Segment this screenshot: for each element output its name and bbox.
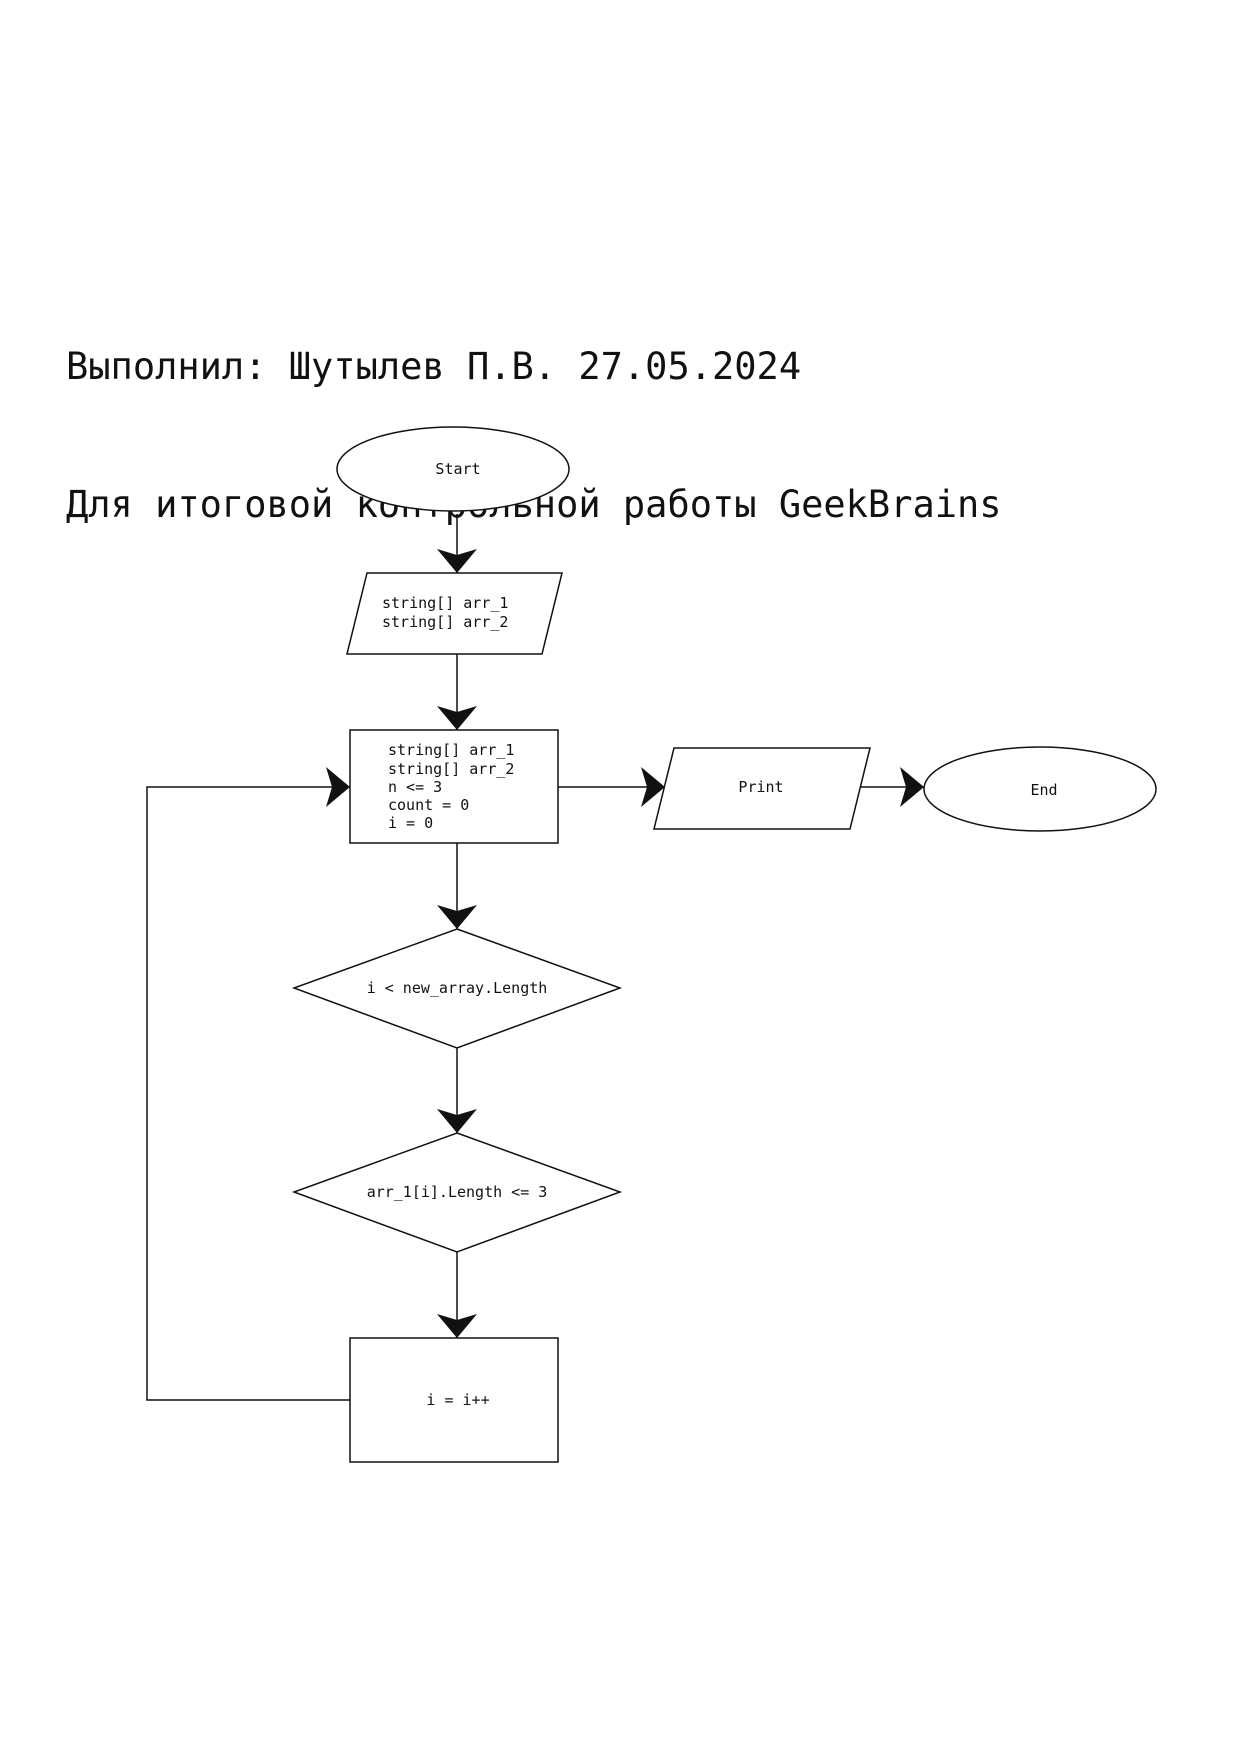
cond1-label: i < new_array.Length	[367, 979, 548, 997]
end-node: End	[923, 746, 1157, 832]
init-node: string[] arr_1 string[] arr_2 n <= 3 cou…	[349, 729, 559, 844]
author-line: Выполнил: Шутылев П.В. 27.05.2024	[66, 345, 802, 388]
start-node: Start	[336, 426, 570, 512]
print-node: Print	[653, 747, 871, 830]
increment-label: i = i++	[426, 1391, 489, 1409]
flow-edges	[146, 514, 924, 1401]
end-label: End	[1030, 781, 1057, 799]
input-line-1: string[] arr_1	[382, 594, 508, 612]
init-line-3: n <= 3	[388, 778, 442, 796]
init-line-4: count = 0	[388, 796, 469, 814]
init-line-1: string[] arr_1	[388, 741, 514, 759]
document-header: Выполнил: Шутылев П.В. 27.05.2024 Для ит…	[66, 252, 1002, 574]
input-node: string[] arr_1 string[] arr_2	[346, 572, 563, 655]
decision-loop-condition: i < new_array.Length	[291, 928, 623, 1049]
decision-length-condition: arr_1[i].Length <= 3	[291, 1132, 623, 1253]
print-label: Print	[738, 778, 783, 796]
init-line-5: i = 0	[388, 814, 433, 832]
input-line-2: string[] arr_2	[382, 613, 508, 631]
edge-loop-back	[146, 767, 350, 1401]
cond2-label: arr_1[i].Length <= 3	[367, 1183, 548, 1201]
start-label: Start	[435, 460, 480, 478]
init-line-2: string[] arr_2	[388, 760, 514, 778]
increment-node: i = i++	[349, 1337, 559, 1463]
